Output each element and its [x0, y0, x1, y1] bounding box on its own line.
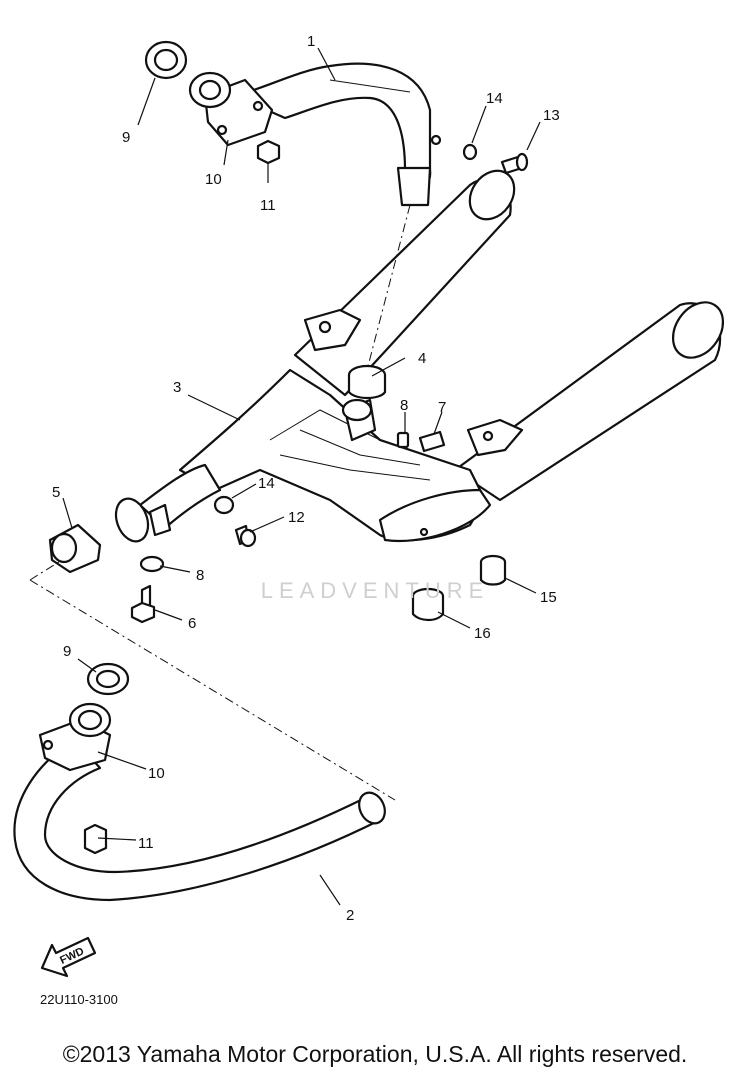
callout-7: 7: [438, 399, 446, 416]
washer-14-upper: [462, 143, 478, 161]
fwd-arrow-icon: FWD: [40, 936, 97, 978]
callout-12: 12: [288, 509, 305, 526]
callout-1: 1: [307, 33, 315, 50]
exhaust-pipe-lower: [13, 738, 386, 902]
gasket-lower: [86, 662, 130, 696]
callout-9-upper: 9: [122, 129, 130, 146]
collar-5: [48, 523, 102, 574]
bolt-6: [130, 584, 156, 624]
exhaust-pipe-upper: [233, 62, 442, 207]
callout-2: 2: [346, 907, 354, 924]
callout-5: 5: [52, 484, 60, 501]
gasket-upper: [144, 40, 188, 80]
callout-8-lower: 8: [196, 567, 204, 584]
callout-13: 13: [543, 107, 560, 124]
callout-11-upper: 11: [260, 197, 276, 214]
copyright-notice: ©2013 Yamaha Motor Corporation, U.S.A. A…: [62, 1041, 688, 1067]
callout-16: 16: [474, 625, 491, 642]
diagram-code: 22U110-3100: [40, 992, 118, 1007]
bolt-7: [418, 430, 446, 453]
grommet-4: [347, 364, 387, 400]
muffler-assembly: [114, 169, 725, 543]
callout-3: 3: [173, 379, 181, 396]
washer-8-lower: [139, 555, 165, 573]
callout-14-lower: 14: [258, 475, 275, 492]
damper-15: [479, 554, 507, 586]
leader-lines: [62, 47, 541, 906]
callout-14-upper: 14: [486, 90, 503, 107]
washer-14-lower: [213, 495, 235, 515]
bolt-13: [500, 152, 529, 175]
callout-4: 4: [418, 350, 426, 367]
damper-16: [411, 587, 445, 622]
washer-8-upper: [396, 431, 410, 449]
relation-line-collar: [29, 559, 63, 581]
exhaust-flange-lower: [38, 702, 112, 772]
relation-line-collar-to-pipe: [29, 579, 396, 801]
callout-9-lower: 9: [63, 643, 71, 660]
bolt-12: [234, 524, 257, 548]
nut-upper: [256, 139, 281, 165]
callout-8-upper: 8: [400, 397, 408, 414]
callout-10-lower: 10: [148, 765, 165, 782]
callout-15: 15: [540, 589, 557, 606]
nut-lower: [83, 823, 108, 855]
exhaust-flange-upper: [188, 71, 274, 147]
callout-6: 6: [188, 615, 196, 632]
callout-11-lower: 11: [138, 835, 154, 852]
callout-10-upper: 10: [205, 171, 222, 188]
